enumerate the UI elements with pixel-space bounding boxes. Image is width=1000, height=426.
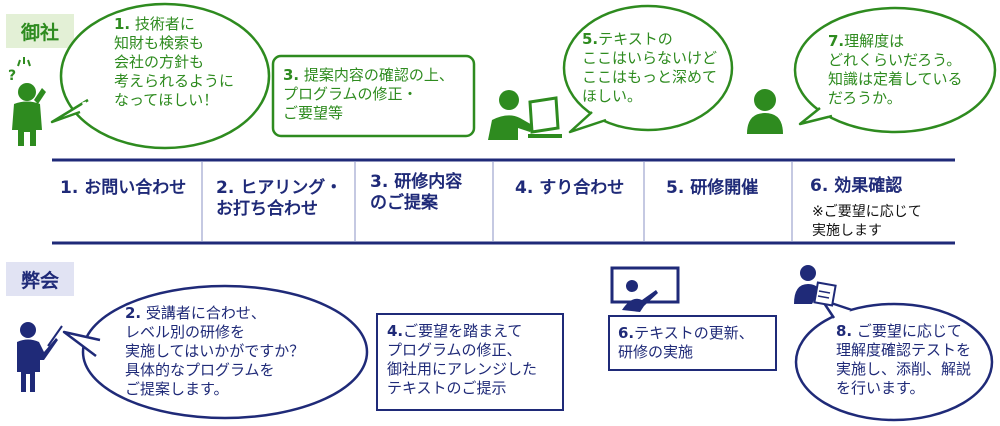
bubble-1-line: 知財も検索も (114, 34, 205, 52)
step-4: 4. すり合わせ (515, 178, 643, 199)
band-dividers (201, 161, 793, 242)
bubble-3-shape (271, 54, 476, 138)
bubble-1-num: 1. (114, 15, 131, 33)
bubble-2-line: 実施してはいかがですか？ (125, 342, 305, 360)
bubble-3-num: 3. (283, 66, 300, 84)
bubble-4-line: プログラムの修正、 (387, 341, 522, 359)
bubble-7-line: どれくらいだろう。 (828, 51, 962, 69)
step-4-line: 4. すり合わせ (515, 178, 625, 198)
step-1-line: 1. お問い合わせ (60, 178, 187, 198)
person-at-computer-icon (488, 90, 562, 140)
bubble-7-text: 7.理解度は どれくらいだろう。 知識は定着している だろうか。 (828, 32, 993, 108)
bubble-5-text: 5.テキストの ここはいらないけど ここはもっと深めて ほしい。 (582, 30, 730, 106)
bubble-3-line: 提案内容の確認の上、 (303, 66, 454, 84)
bubble-8-line: 理解度確認テストを (836, 341, 972, 359)
bubble-7-shape (793, 6, 997, 134)
company-tag-bg (6, 262, 74, 296)
svg-text:?: ? (8, 68, 16, 84)
step-6-line: 6. 効果確認 (810, 176, 903, 196)
bubble-1-shape (50, 2, 271, 150)
step-2-line: 2. ヒアリング・ (216, 178, 343, 198)
bubble-3-line: ご要望等 (283, 104, 344, 122)
step-5: 5. 研修開催 (666, 178, 790, 199)
bubble-1-line: 技術者に (134, 15, 195, 33)
bubble-5-num: 5. (582, 30, 599, 48)
bubble-8-num: 8. (836, 322, 853, 340)
client-label: 御社 (20, 21, 59, 44)
step-3-line: のご提案 (370, 193, 438, 213)
presenter-pointer-icon (17, 322, 63, 392)
bubble-2-line: レベル別の研修を (125, 323, 246, 341)
bubble-8-shape (794, 298, 994, 422)
bubble-6-line: 研修の実施 (618, 343, 694, 361)
confused-person-icon: ? (8, 57, 46, 146)
bubble-7-line: だろうか。 (828, 89, 902, 107)
bubble-1-line: 考えられるように (114, 72, 235, 90)
bubble-7-line: 理解度は (844, 32, 905, 50)
step-2-line: お打ち合わせ (216, 199, 318, 219)
bubble-4-line: 御社用にアレンジした (387, 360, 538, 378)
bubble-5-line: ほしい。 (582, 87, 643, 105)
bubble-4-num: 4. (387, 322, 404, 340)
step-3: 3. 研修内容 のご提案 (370, 172, 490, 214)
bubble-2-num: 2. (125, 304, 142, 322)
bubble-7-line: 知識は定着している (828, 70, 963, 88)
bubble-6-num: 6. (618, 324, 635, 342)
bubble-2-line: 受講者に合わせ、 (145, 304, 266, 322)
bubble-6-line: テキストの更新、 (634, 324, 754, 342)
step-3-line: 3. 研修内容 (370, 172, 463, 192)
bubble-6-shape (608, 315, 777, 371)
bubble-4-text: 4.ご要望を踏まえて プログラムの修正、 御社用にアレンジした テキストのご提示 (387, 322, 559, 398)
company-label: 弊会 (20, 269, 59, 292)
bubble-5-shape (562, 4, 734, 134)
bubble-1-line: なってほしい！ (114, 91, 219, 109)
bubble-2-line: ご提案します。 (125, 380, 229, 398)
bubble-4-line: ご要望を踏まえて (403, 322, 523, 340)
step-6: 6. 効果確認 (810, 176, 950, 197)
client-tag-bg (6, 14, 74, 48)
bubble-5-line: ここはいらないけど (582, 49, 718, 67)
step-1: 1. お問い合わせ (60, 178, 200, 199)
bubble-2-shape (62, 284, 369, 420)
bubble-2-line: 具体的なプログラムを (125, 361, 275, 379)
bubble-4-shape (376, 313, 564, 411)
step-2: 2. ヒアリング・ お打ち合わせ (216, 178, 354, 220)
bubble-3-text: 3. 提案内容の確認の上、 プログラムの修正・ ご要望等 (283, 66, 469, 123)
bubble-6-text: 6.テキストの更新、 研修の実施 (618, 324, 774, 362)
bubble-7-num: 7. (828, 32, 845, 50)
step-5-line: 5. 研修開催 (666, 178, 759, 198)
step-6-note-line: ※ご要望に応じて (812, 204, 922, 220)
bubble-5-line: テキストの (598, 30, 673, 48)
bubble-1-text: 1. 技術者に 知財も検索も 会社の方針も 考えられるように なってほしい！ (114, 15, 254, 110)
step-6-note-line: 実施します (812, 223, 882, 239)
bubble-8-line: ご要望に応じて (856, 322, 962, 340)
person-writing-icon (794, 265, 837, 307)
bubble-5-line: ここはもっと深めて (582, 68, 718, 86)
bubble-8-text: 8. ご要望に応じて 理解度確認テストを 実施し、添削、解説 を行います。 (836, 322, 996, 398)
bubble-2-text: 2. 受講者に合わせ、 レベル別の研修を 実施してはいかがですか？ 具体的なプロ… (125, 304, 350, 399)
bubble-8-line: 実施し、添削、解説 (836, 360, 972, 378)
bubble-1-line: 会社の方針も (114, 53, 205, 71)
teacher-whiteboard-icon (610, 266, 680, 312)
bubble-4-line: テキストのご提示 (387, 379, 507, 397)
bubble-8-line: を行います。 (836, 379, 925, 397)
person-bust-icon (747, 89, 783, 134)
bubble-3-line: プログラムの修正・ (283, 85, 418, 103)
step-6-note: ※ご要望に応じて 実施します (812, 203, 952, 241)
